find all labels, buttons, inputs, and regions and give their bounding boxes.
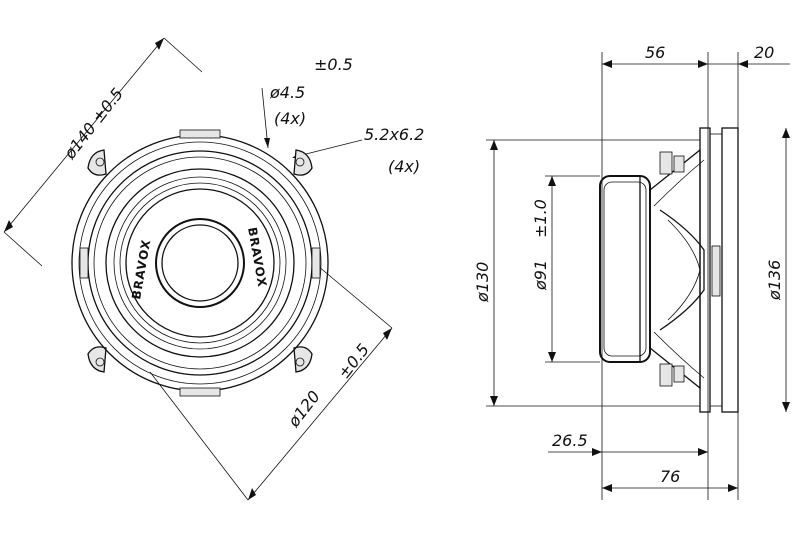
dim-hole: ø4.5	[269, 83, 305, 102]
dust-cap	[155, 218, 245, 308]
front-view: BRAVOX BRAVOX ø140 ±0.5 ø120 ±0.5 ±0.5 ø…	[3, 37, 424, 501]
dim-magnet-tolerance: ±1.0	[531, 199, 550, 238]
dim-mount-tolerance: ±0.5	[334, 340, 373, 382]
dim-mount-diameter: ø120	[284, 387, 324, 431]
dim-slot: 5.2x6.2	[364, 125, 424, 144]
dim-76-line	[602, 484, 738, 492]
dim-26-5-line	[548, 448, 708, 456]
brand-label-left: BRAVOX	[129, 238, 153, 300]
basket-frame	[649, 148, 705, 390]
dim-20-line	[708, 60, 790, 68]
mounting-flange	[699, 127, 739, 413]
diameter-140-dimension-line	[3, 37, 203, 267]
diameter-120-dimension-line	[149, 265, 393, 501]
frame-clips	[79, 129, 321, 397]
hole-leader	[261, 87, 270, 149]
dim-flange-diameter: ø136	[765, 260, 784, 301]
speaker-frame	[71, 134, 329, 392]
dim-hole-count: (4x)	[274, 109, 306, 128]
dim-slot-count: (4x)	[388, 157, 420, 176]
mounting-ears	[87, 149, 313, 373]
dim-hole-tolerance: ±0.5	[314, 55, 353, 74]
brand-label-right: BRAVOX	[245, 226, 269, 288]
side-view: 56 20 26.5 76 ø130 ø91 ±1.0 ø136	[473, 43, 790, 500]
dim-offset: 26.5	[552, 431, 588, 450]
dim-136-line	[782, 128, 790, 412]
dim-cutout-diameter: ø130	[473, 262, 492, 303]
dim-depth-top: 56	[645, 43, 665, 62]
dim-56-line	[602, 60, 708, 68]
dim-130-line	[490, 140, 498, 406]
dim-flange-top: 20	[754, 43, 774, 62]
speaker-cone	[105, 168, 295, 358]
dim-outer-diameter: ø140 ±0.5	[60, 84, 127, 163]
magnet-body	[599, 175, 651, 363]
dim-91-line	[548, 176, 556, 362]
dim-total-depth: 76	[660, 467, 680, 486]
dim-magnet-diameter: ø91	[531, 260, 550, 291]
